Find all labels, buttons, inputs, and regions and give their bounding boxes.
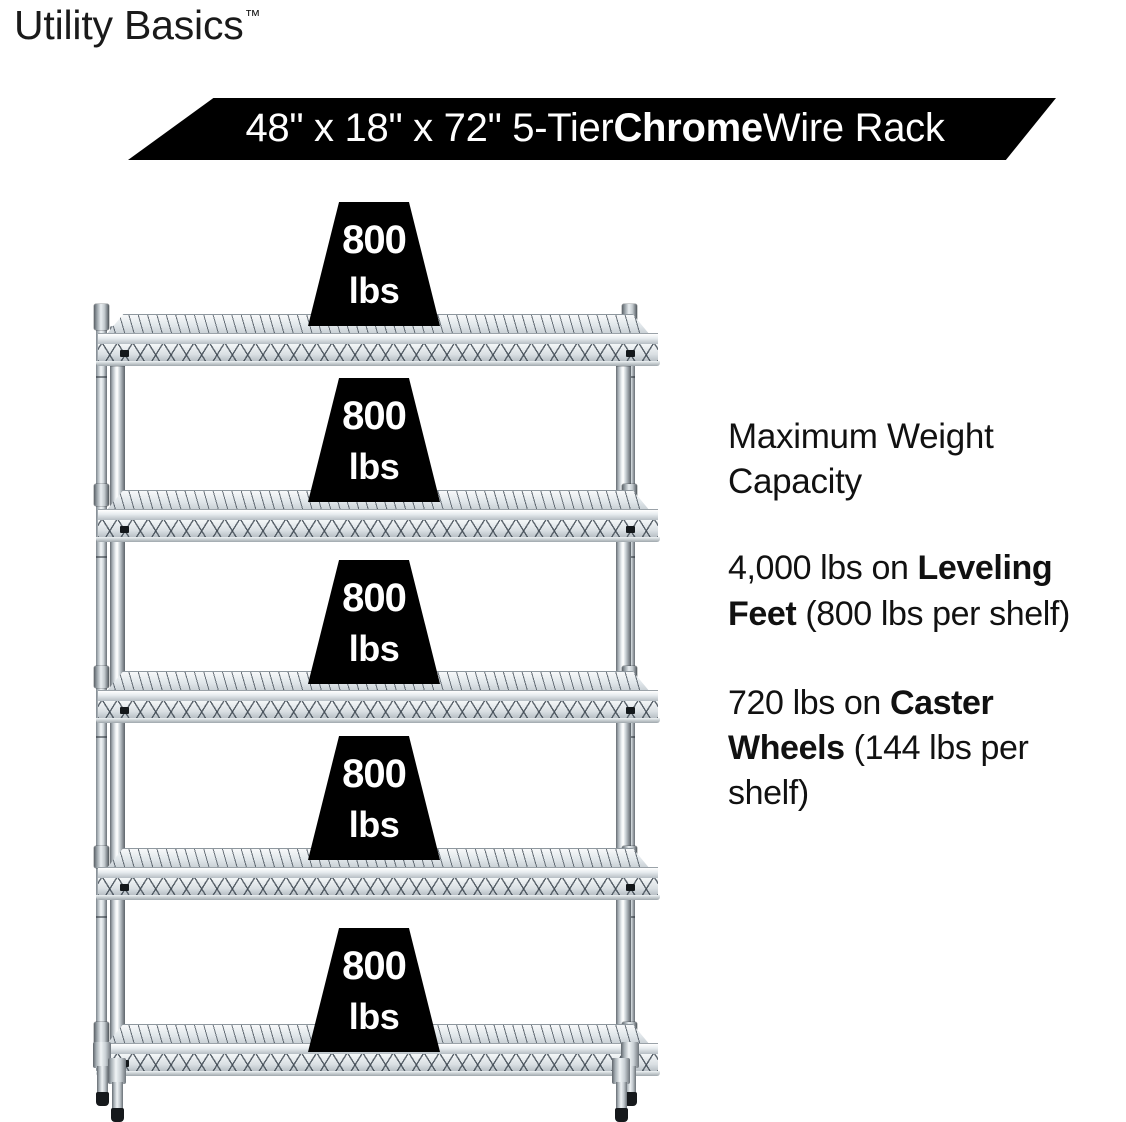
post-groove [96, 376, 107, 378]
foot-rubber-tip [614, 1108, 628, 1122]
paragraph-tail: (144 lbs per shelf) [728, 728, 1029, 813]
weight-badge-shelf-1: 800 lbs [308, 202, 440, 326]
shelf-bottom-lip [96, 718, 660, 723]
shelf-clip [626, 350, 635, 357]
banner-title-emphasis: Chrome [613, 105, 763, 150]
foot-stem [96, 1066, 108, 1096]
weight-badge-shelf-4: 800 lbs [308, 736, 440, 860]
foot-stem [624, 1066, 636, 1096]
badge-plate [308, 736, 440, 860]
shelf-clip [120, 350, 129, 357]
shelf-bottom-lip [96, 895, 660, 900]
foot-rubber-tip [110, 1108, 124, 1122]
shelf-bottom-lip [96, 1071, 660, 1076]
paragraph-emphasis: Caster Wheels [728, 683, 994, 767]
banner-shape [128, 98, 1056, 160]
weight-badge-shelf-2: 800 lbs [308, 378, 440, 502]
post-collar [94, 1022, 109, 1044]
shelf-bottom-lip [96, 537, 660, 542]
foot-rubber-tip [623, 1092, 637, 1106]
capacity-paragraph-leveling-feet: 4,000 lbs on Leveling Feet (800 lbs per … [728, 546, 1118, 636]
foot-sleeve [612, 1058, 630, 1084]
post-collar [94, 304, 109, 330]
foot-sleeve [108, 1058, 126, 1084]
foot-sleeve [93, 1042, 111, 1068]
weight-badge-shelf-3: 800 lbs [308, 560, 440, 684]
foot-stem [111, 1082, 123, 1112]
weight-badge-shelf-5: 800 lbs [308, 928, 440, 1052]
badge-plate [308, 202, 440, 326]
paragraph-emphasis: Leveling Feet [728, 549, 1053, 633]
badge-plate [308, 928, 440, 1052]
brand-name: Utility Basics [14, 2, 244, 48]
post-collar [94, 484, 109, 506]
banner-title-prefix: 48" x 18" x 72" 5-Tier [245, 105, 614, 150]
capacity-copy-block: Maximum Weight Capacity 4,000 lbs on Lev… [728, 414, 1118, 860]
badge-plate [308, 560, 440, 684]
badge-plate [308, 378, 440, 502]
shelf-clip [120, 884, 129, 891]
banner-title-suffix: Wire Rack [762, 105, 945, 150]
shelf-clip [626, 707, 635, 714]
paragraph-lead: 4,000 lbs on [728, 549, 918, 588]
shelf-clip [626, 526, 635, 533]
post-groove [96, 556, 107, 558]
post-groove [96, 916, 107, 918]
shelf-bottom-lip [96, 361, 660, 366]
product-title-banner: 48" x 18" x 72" 5-Tier Chrome Wire Rack [128, 98, 1056, 160]
rear-left-post [96, 306, 107, 1072]
shelf-clip [120, 526, 129, 533]
foot-stem [615, 1082, 627, 1112]
post-groove [96, 736, 107, 738]
paragraph-tail: (800 lbs per shelf) [796, 594, 1070, 633]
banner-title: 48" x 18" x 72" 5-Tier Chrome Wire Rack [131, 98, 1059, 160]
foot-rubber-tip [95, 1092, 109, 1106]
paragraph-lead: 720 lbs on [728, 683, 890, 722]
shelf-clip [120, 707, 129, 714]
capacity-heading: Maximum Weight Capacity [728, 417, 994, 502]
trademark-icon: ™ [244, 8, 261, 25]
capacity-paragraph-caster-wheels: 720 lbs on Caster Wheels (144 lbs per sh… [728, 681, 1118, 817]
shelf-clip [626, 884, 635, 891]
post-collar [94, 846, 109, 868]
post-collar [94, 666, 109, 688]
brand-wordmark: Utility Basics™ [14, 2, 261, 49]
